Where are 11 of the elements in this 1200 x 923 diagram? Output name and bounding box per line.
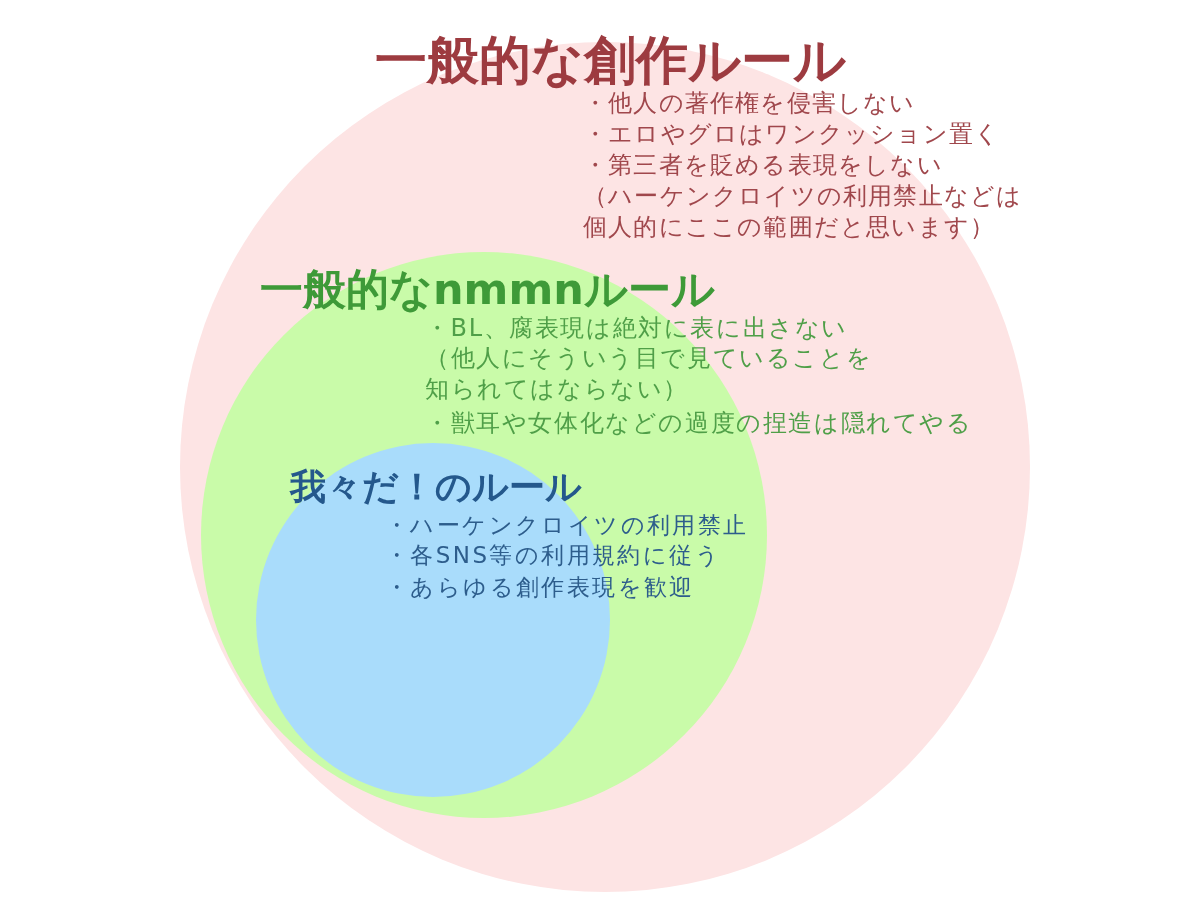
bullet-item: ・他人の著作権を侵害しない [583,89,916,119]
bullet-item: ・BL、腐表現は絶対に表に出さない [425,313,849,344]
heading: 一般的な創作ルール [375,29,846,90]
bullet-item: ・獣耳や女体化などの過度の捏造は隠れてやる [425,408,973,439]
bullet-item: ・各SNS等の利用規約に従う [385,541,721,570]
note-text: （ハーケンクロイツの利用禁止などは個人的にここの範囲だと思います） [583,181,1024,243]
note-text: （他人にそういう目で見ていることを知られてはならない） [425,343,874,405]
bullet-item: ・エロやグロはワンクッション置く [583,119,1001,150]
heading: 我々だ！のルール [290,465,582,509]
bullet-item: ・第三者を貶める表現をしない [583,150,943,181]
heading: 一般的なnmmnルール [260,264,715,316]
